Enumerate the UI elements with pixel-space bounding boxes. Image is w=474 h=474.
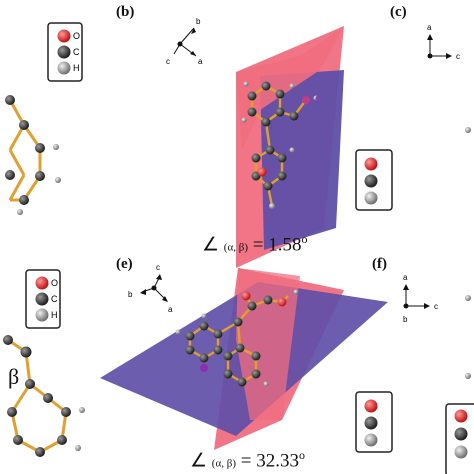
axis-label-b: b (128, 290, 133, 299)
angle-annotation-top: ∠ (α, β) = 1.58o (202, 232, 307, 256)
angle-symbol: ∠ (202, 234, 220, 256)
carbon-legend-atom (364, 416, 378, 430)
oxygen-legend-atom (57, 29, 71, 43)
hydrogen-legend-atom (57, 61, 71, 75)
oxygen-legend-atom (364, 157, 378, 171)
axis-label-c: c (156, 263, 160, 272)
panel-label-e: (e) (116, 256, 133, 272)
hydrogen-legend-atom (454, 445, 468, 459)
carbon-legend-atom (57, 45, 71, 59)
molecule-fragment-bottom-left (3, 335, 85, 457)
atom-legend-bottom-center (355, 391, 393, 453)
hydrogen-legend-atom (364, 191, 378, 205)
atom-legend-left-bottom: O C H (25, 269, 61, 329)
angle-value: = 32.33 (240, 450, 299, 472)
axis-label-c: c (166, 57, 170, 66)
axis-label-a: a (198, 57, 203, 66)
degree-mark: o (301, 232, 308, 246)
molecule-fragment-top-left (5, 95, 61, 215)
panel-label-b: (b) (116, 4, 135, 20)
axis-label-c: c (456, 52, 460, 61)
hydrogen-legend-atom (364, 433, 378, 447)
angle-subscript: (α, β) (211, 457, 236, 470)
axis-label-a: a (168, 305, 173, 314)
carbon-legend-label: C (73, 47, 80, 57)
angle-subscript: (α, β) (223, 241, 248, 254)
carbon-legend-atom (364, 174, 378, 188)
panel-b-molecule (241, 81, 319, 209)
axes-panel-e: c b a (128, 263, 173, 314)
molecule-fragment-right (315, 95, 471, 379)
angle-value: = 1.58 (252, 234, 302, 256)
carbon-legend-atom (454, 427, 468, 441)
atom-legend-top-left: O C H (47, 22, 83, 82)
axis-label-b: b (196, 17, 201, 26)
atom-legend-bottom-right (445, 403, 474, 474)
hydrogen-legend-label: H (73, 63, 80, 73)
axis-label-a: a (403, 273, 408, 282)
axis-label-a: a (427, 23, 432, 32)
oxygen-legend-label: O (73, 31, 80, 41)
panel-label-f: (f) (372, 256, 387, 272)
oxygen-legend-atom (364, 399, 378, 413)
axis-label-c: c (434, 302, 438, 311)
oxygen-legend-label: O (51, 278, 58, 288)
axes-panel-b: b a c (166, 17, 203, 66)
oxygen-legend-atom (454, 409, 468, 423)
axes-panel-f: a c b (403, 273, 438, 324)
panel-label-c: (c) (390, 4, 407, 20)
axis-label-b: b (403, 315, 408, 324)
angle-symbol: ∠ (190, 450, 208, 472)
carbon-legend-label: C (51, 294, 58, 304)
axes-panel-c: a c (427, 23, 460, 61)
panel-e-molecule (175, 289, 299, 387)
oxygen-legend-atom (35, 276, 49, 290)
hydrogen-legend-atom (35, 308, 49, 322)
hydrogen-legend-label: H (51, 310, 58, 320)
carbon-legend-atom (35, 292, 49, 306)
angle-annotation-bottom: ∠ (α, β) = 32.33o (190, 448, 305, 472)
atom-legend-right-top (355, 149, 393, 211)
beta-label: β (8, 364, 20, 389)
degree-mark: o (298, 448, 305, 462)
